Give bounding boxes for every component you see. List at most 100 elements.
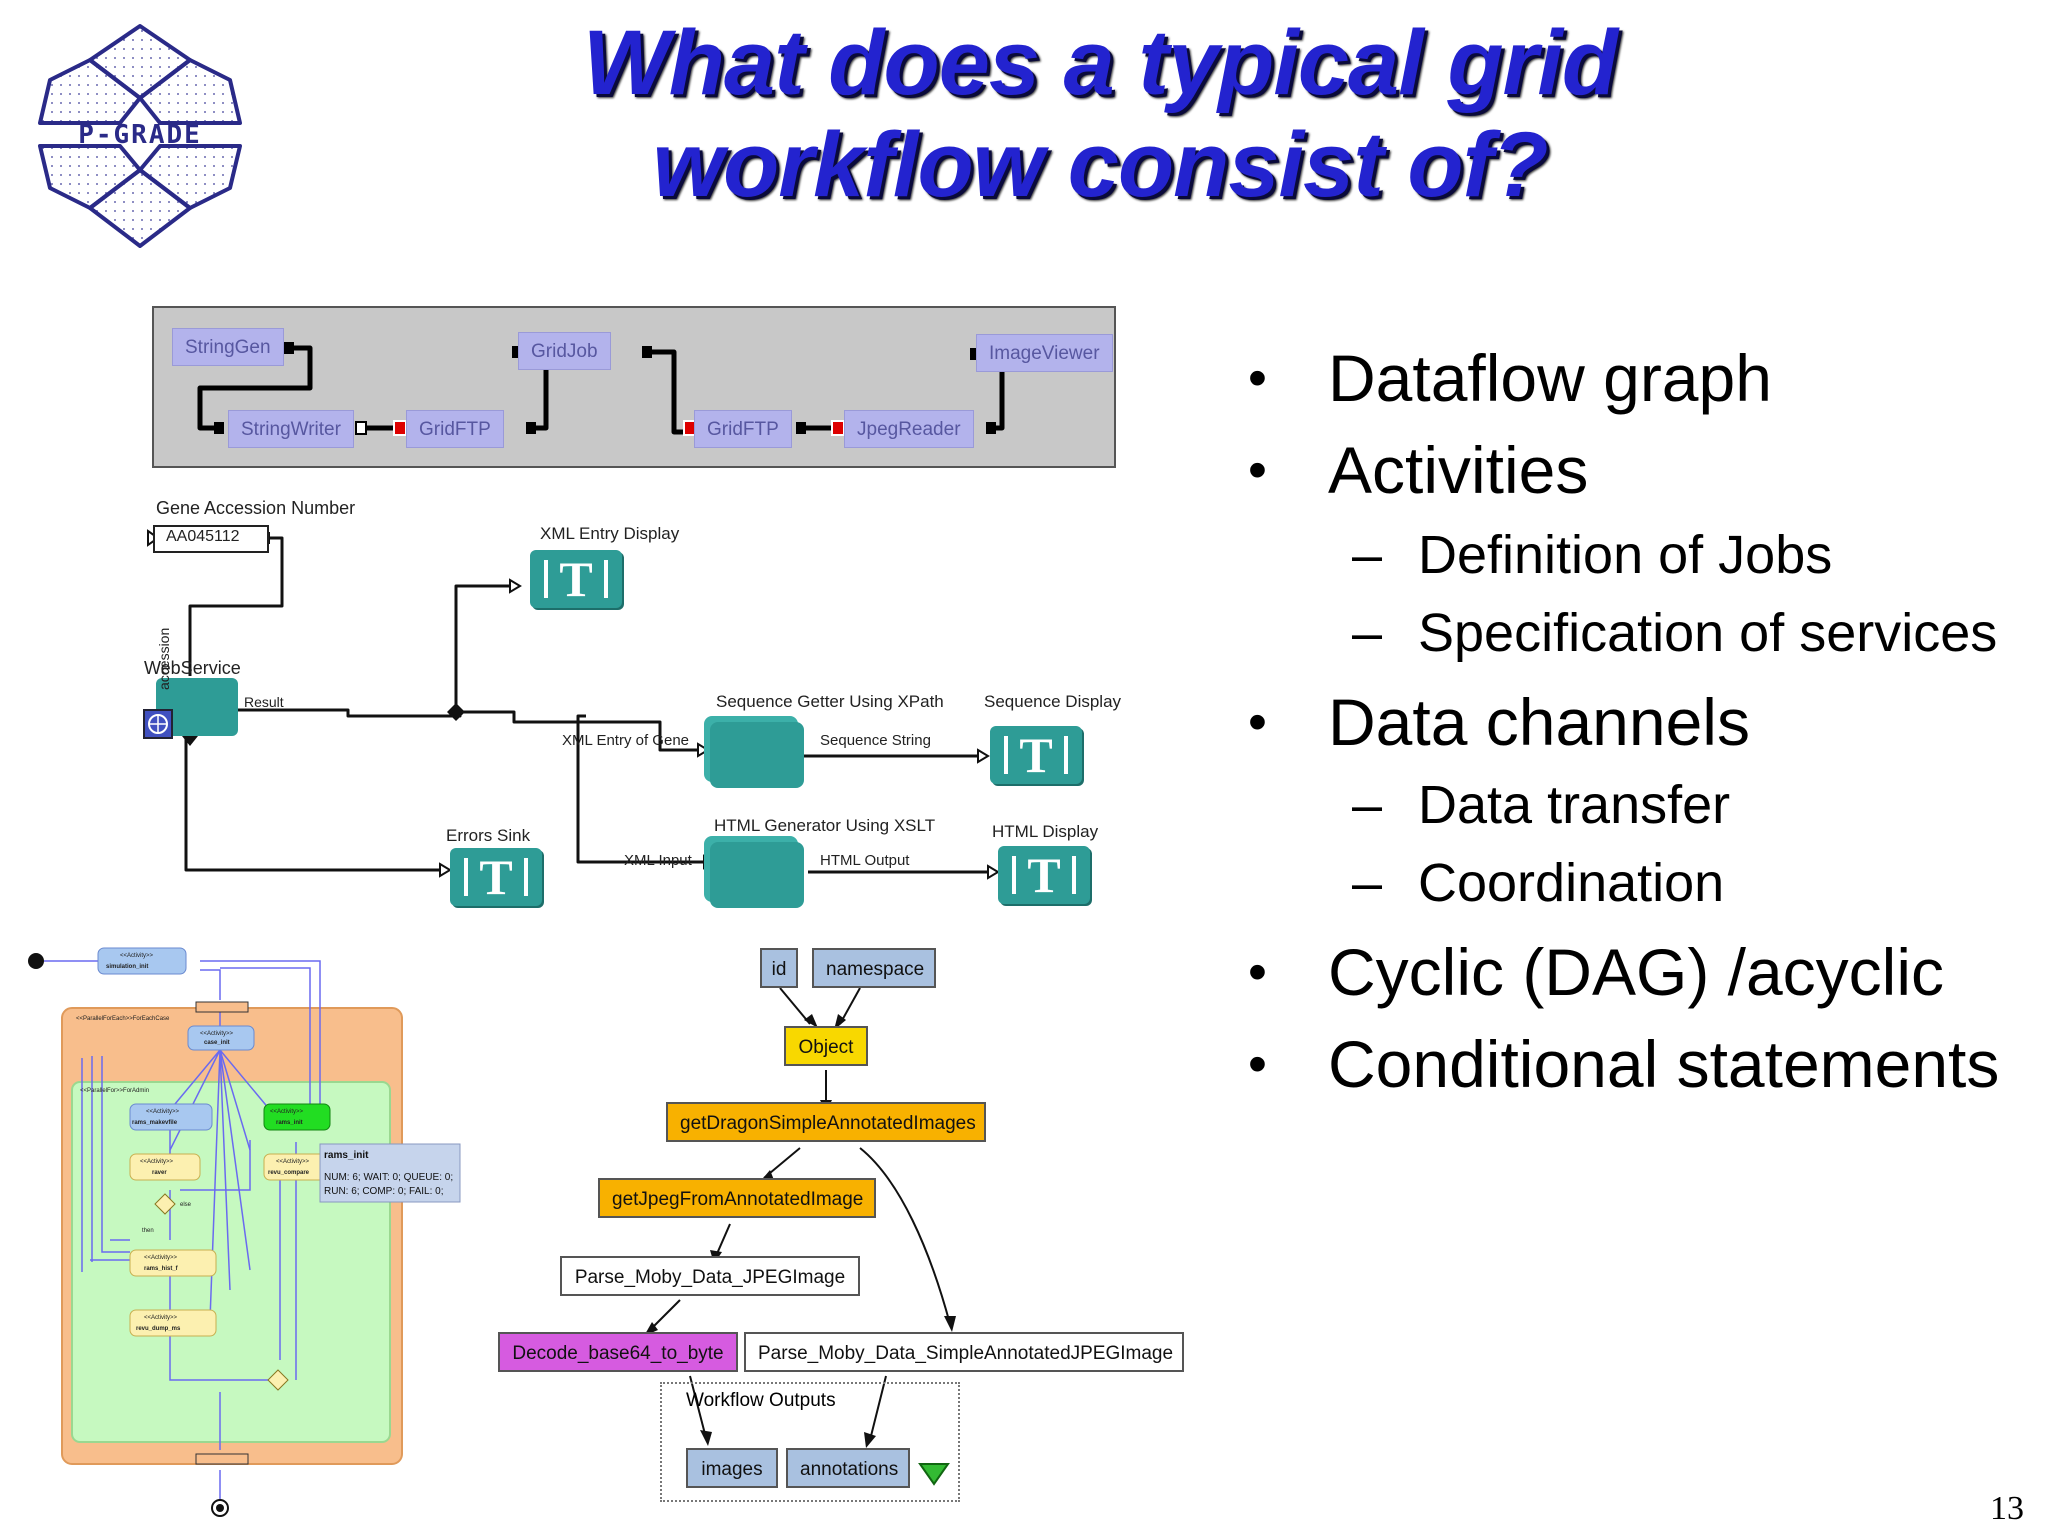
status-line-1: NUM: 6; WAIT: 0; QUEUE: 0; xyxy=(324,1172,453,1183)
dash-glyph: – xyxy=(1352,853,1383,913)
t-glyph: T xyxy=(479,849,513,905)
sub-bullet-text: Specification of services xyxy=(1418,603,1998,663)
node-jpegreader[interactable]: JpegReader xyxy=(844,410,974,448)
sub-bullet-text: Coordination xyxy=(1418,853,1725,913)
node-gridjob[interactable]: GridJob xyxy=(518,332,611,370)
node-imageviewer[interactable]: ImageViewer xyxy=(976,334,1113,372)
accession-port-label: accession xyxy=(156,627,172,690)
node-parse-moby-data-jpegimage[interactable]: Parse_Moby_Data_JPEGImage xyxy=(560,1256,860,1296)
activity-rams-init[interactable]: rams_init xyxy=(276,1120,303,1126)
activity-tag: <<Activity>> xyxy=(144,1255,178,1261)
status-line-2: RUN: 6; COMP: 0; FAIL: 0; xyxy=(324,1186,443,1197)
dash-glyph: – xyxy=(1352,525,1383,585)
xml-entry-display-node[interactable]: T xyxy=(530,550,622,608)
web-service-label: WebService xyxy=(144,658,241,678)
sequence-getter-node[interactable] xyxy=(710,722,804,788)
bullet-glyph: • xyxy=(1248,440,1267,500)
activity-raver[interactable]: raver xyxy=(152,1170,167,1176)
activity-tag: <<Activity>> xyxy=(276,1159,310,1165)
errors-sink-label: Errors Sink xyxy=(446,826,531,845)
bullet-glyph: • xyxy=(1248,692,1267,752)
sequence-string-port: Sequence String xyxy=(820,732,931,749)
slide-title: What does a typical grid workflow consis… xyxy=(470,12,1730,216)
parallel-for-label: <<ParallelFor>>ForAdmin xyxy=(80,1088,149,1094)
sub-bullet-specification-of-services: –Specification of services xyxy=(1352,600,1997,666)
p-grade-logo: P-GRADE xyxy=(30,18,250,258)
node-gridftp-2[interactable]: GridFTP xyxy=(694,410,792,448)
bullet-text: Dataflow graph xyxy=(1328,341,1772,415)
sub-bullet-text: Definition of Jobs xyxy=(1418,525,1833,585)
node-get-jpeg-from-annotated-image[interactable]: getJpegFromAnnotatedImage xyxy=(598,1178,876,1218)
errors-sink-node[interactable]: T xyxy=(450,848,542,906)
bullet-data-channels: • Data channels xyxy=(1248,682,1750,762)
input-id[interactable]: id xyxy=(760,948,798,988)
input-namespace[interactable]: namespace xyxy=(812,948,936,988)
activity-rams-makevfile[interactable]: rams_makevfile xyxy=(132,1120,178,1126)
title-line-1: What does a typical grid xyxy=(582,12,1618,114)
output-annotations[interactable]: annotations xyxy=(786,1448,910,1488)
xml-entry-of-gene-port: XML Entry of Gene xyxy=(562,732,690,749)
gene-accession-label: Gene Accession Number xyxy=(156,498,356,518)
xml-entry-display-label: XML Entry Display xyxy=(540,524,680,543)
sequence-getter-label: Sequence Getter Using XPath xyxy=(716,692,944,711)
node-stringwriter[interactable]: StringWriter xyxy=(228,410,354,448)
activity-tag: <<Activity>> xyxy=(144,1315,178,1321)
workflow-outputs-label: Workflow Outputs xyxy=(686,1390,836,1411)
uml-activity-diagram: <<Activity>> simulation_init <<Activity>… xyxy=(20,940,470,1520)
dash-glyph: – xyxy=(1352,603,1383,663)
logo-text: P-GRADE xyxy=(78,120,202,150)
bullet-text: Data channels xyxy=(1328,685,1750,759)
taverna-workflow-diagram: Gene Accession Number AA045112 WebServic… xyxy=(130,490,1140,920)
sub-bullet-text: Data transfer xyxy=(1418,775,1731,835)
activity-case-init[interactable]: case_init xyxy=(204,1040,230,1046)
title-line-2: workflow consist of? xyxy=(652,114,1549,216)
activity-tag: <<Activity>> xyxy=(146,1109,180,1115)
activity-tag: <<Activity>> xyxy=(200,1031,234,1037)
bullet-glyph: • xyxy=(1248,1034,1267,1094)
grid-workflow-links xyxy=(197,342,1005,436)
xml-input-port: XML Input xyxy=(624,852,692,869)
sequence-display-label: Sequence Display xyxy=(984,692,1122,711)
bullet-activities: • Activities xyxy=(1248,430,1588,510)
bullet-conditional-statements: • Conditional statements xyxy=(1248,1024,1999,1104)
t-glyph: T xyxy=(1027,847,1061,903)
activity-tag: <<Activity>> xyxy=(270,1109,304,1115)
taverna-links xyxy=(143,525,1000,880)
sequence-display-node[interactable]: T xyxy=(990,726,1082,784)
t-glyph: T xyxy=(559,551,593,607)
node-get-dragon-simple-annotated-images[interactable]: getDragonSimpleAnnotatedImages xyxy=(666,1102,986,1142)
activity-revu-dump-ms[interactable]: revu_dump_ms xyxy=(136,1326,181,1332)
html-output-port: HTML Output xyxy=(820,852,910,869)
html-generator-label: HTML Generator Using XSLT xyxy=(714,816,936,835)
bullet-text: Activities xyxy=(1328,433,1589,507)
activity-revu-compare[interactable]: revu_compare xyxy=(268,1170,310,1176)
html-display-node[interactable]: T xyxy=(998,846,1090,904)
result-port-label: Result xyxy=(244,694,284,710)
html-generator-node[interactable] xyxy=(710,842,804,908)
gene-accession-value[interactable]: AA045112 xyxy=(166,528,240,545)
output-images[interactable]: images xyxy=(686,1448,778,1488)
bullet-text: Cyclic (DAG) /acyclic xyxy=(1328,935,1945,1009)
bullet-dataflow-graph: • Dataflow graph xyxy=(1248,338,1772,418)
html-display-label: HTML Display xyxy=(992,822,1099,841)
dash-glyph: – xyxy=(1352,775,1383,835)
sub-bullet-data-transfer: –Data transfer xyxy=(1352,772,1730,838)
node-object[interactable]: Object xyxy=(784,1026,868,1066)
bullet-cyclic-acyclic: •Cyclic (DAG) /acyclic xyxy=(1248,932,1944,1012)
uml-activity-canvas: <<Activity>> simulation_init <<Activity>… xyxy=(28,947,461,1517)
node-gridftp-1[interactable]: GridFTP xyxy=(406,410,504,448)
node-stringgen[interactable]: StringGen xyxy=(172,328,284,366)
grid-workflow-diagram: StringGen StringWriter GridFTP GridJob G… xyxy=(152,306,1116,468)
t-glyph: T xyxy=(1019,727,1053,783)
activity-simulation-init[interactable]: simulation_init xyxy=(106,964,148,970)
activity-tag: <<Activity>> xyxy=(120,953,154,959)
bullet-glyph: • xyxy=(1248,348,1267,408)
sub-bullet-coordination: –Coordination xyxy=(1352,850,1724,916)
bullet-text: Conditional statements xyxy=(1328,1027,2000,1101)
activity-rams-hist-f[interactable]: rams_hist_f xyxy=(144,1266,179,1272)
node-decode-base64-to-byte[interactable]: Decode_base64_to_byte xyxy=(498,1332,738,1372)
parallel-foreach-label: <<ParallelForEach>>ForEachCase xyxy=(76,1016,170,1022)
guard-then: then xyxy=(142,1228,154,1234)
node-parse-moby-data-simple-annotated-jpegimage[interactable]: Parse_Moby_Data_SimpleAnnotatedJPEGImage xyxy=(744,1332,1184,1372)
workflow-outputs-group: Workflow Outputs xyxy=(660,1382,960,1502)
